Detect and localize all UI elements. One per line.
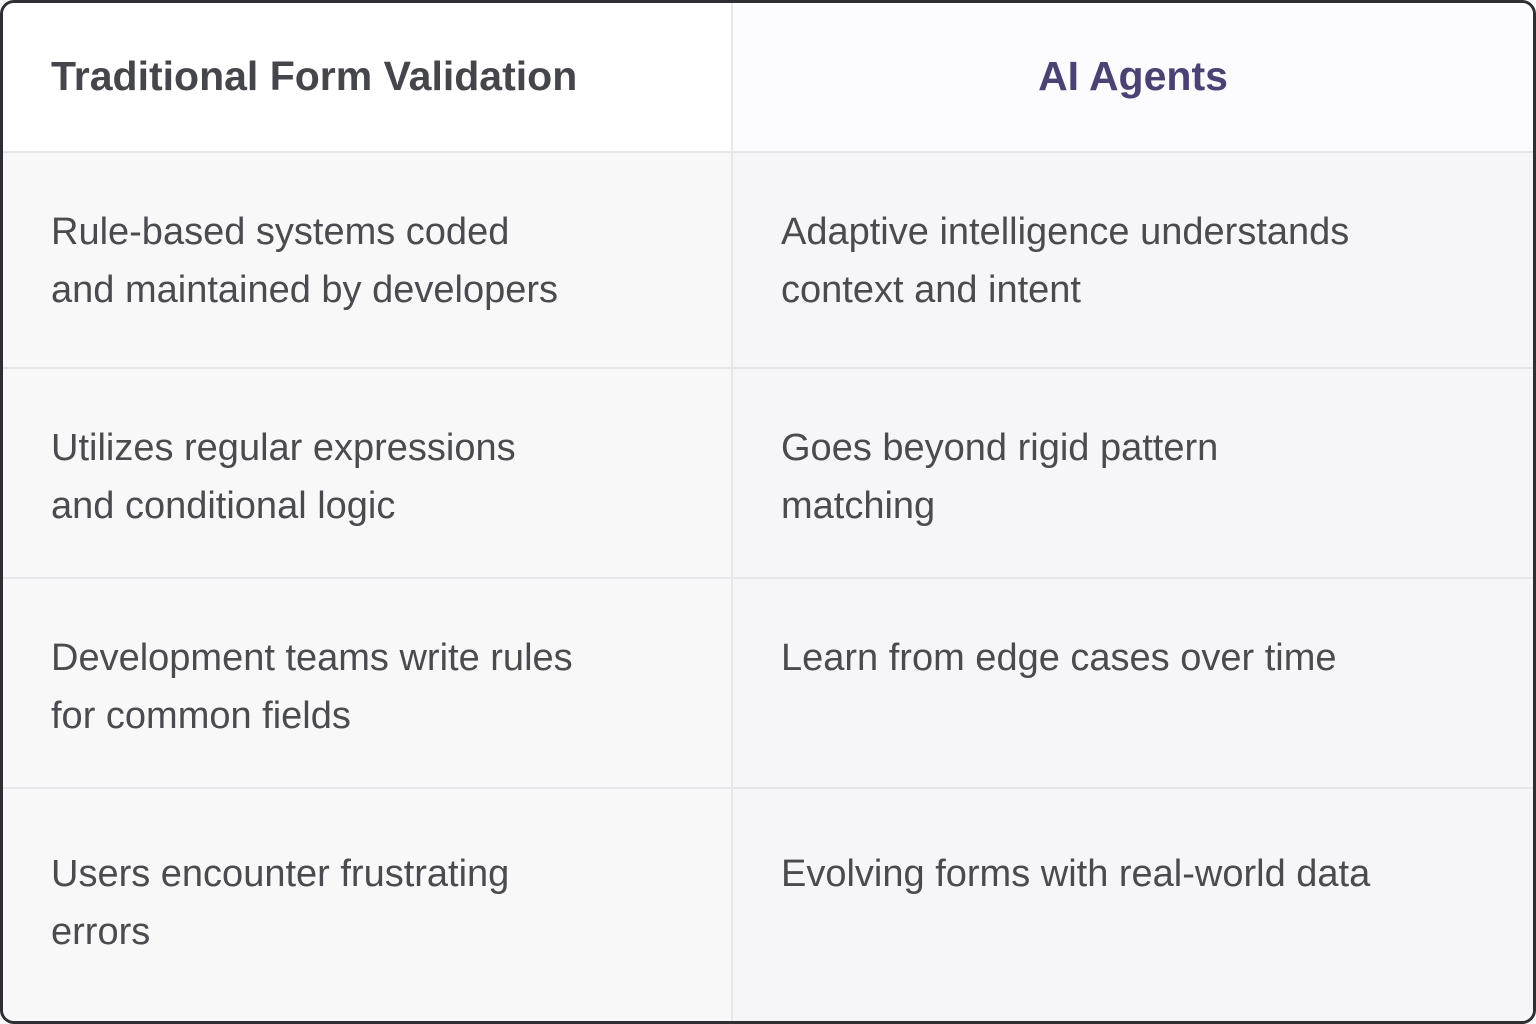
table-cell-traditional-row-1: Rule-based systems coded and maintained … <box>3 151 731 367</box>
table-cell-traditional-row-2: Utilizes regular expressions and conditi… <box>3 367 731 577</box>
table-cell-ai-row-2: Goes beyond rigid pattern matching <box>731 367 1533 577</box>
column-header-ai-agents: AI Agents <box>731 3 1533 151</box>
table-cell-ai-row-1: Adaptive intelligence understands contex… <box>731 151 1533 367</box>
column-header-traditional-form-validation: Traditional Form Validation <box>3 3 731 151</box>
table-cell-traditional-row-4: Users encounter frustrating errors <box>3 787 731 1021</box>
table-cell-traditional-row-3: Development teams write rules for common… <box>3 577 731 787</box>
table-cell-ai-row-3: Learn from edge cases over time <box>731 577 1533 787</box>
table-cell-ai-row-4: Evolving forms with real-world data <box>731 787 1533 1021</box>
